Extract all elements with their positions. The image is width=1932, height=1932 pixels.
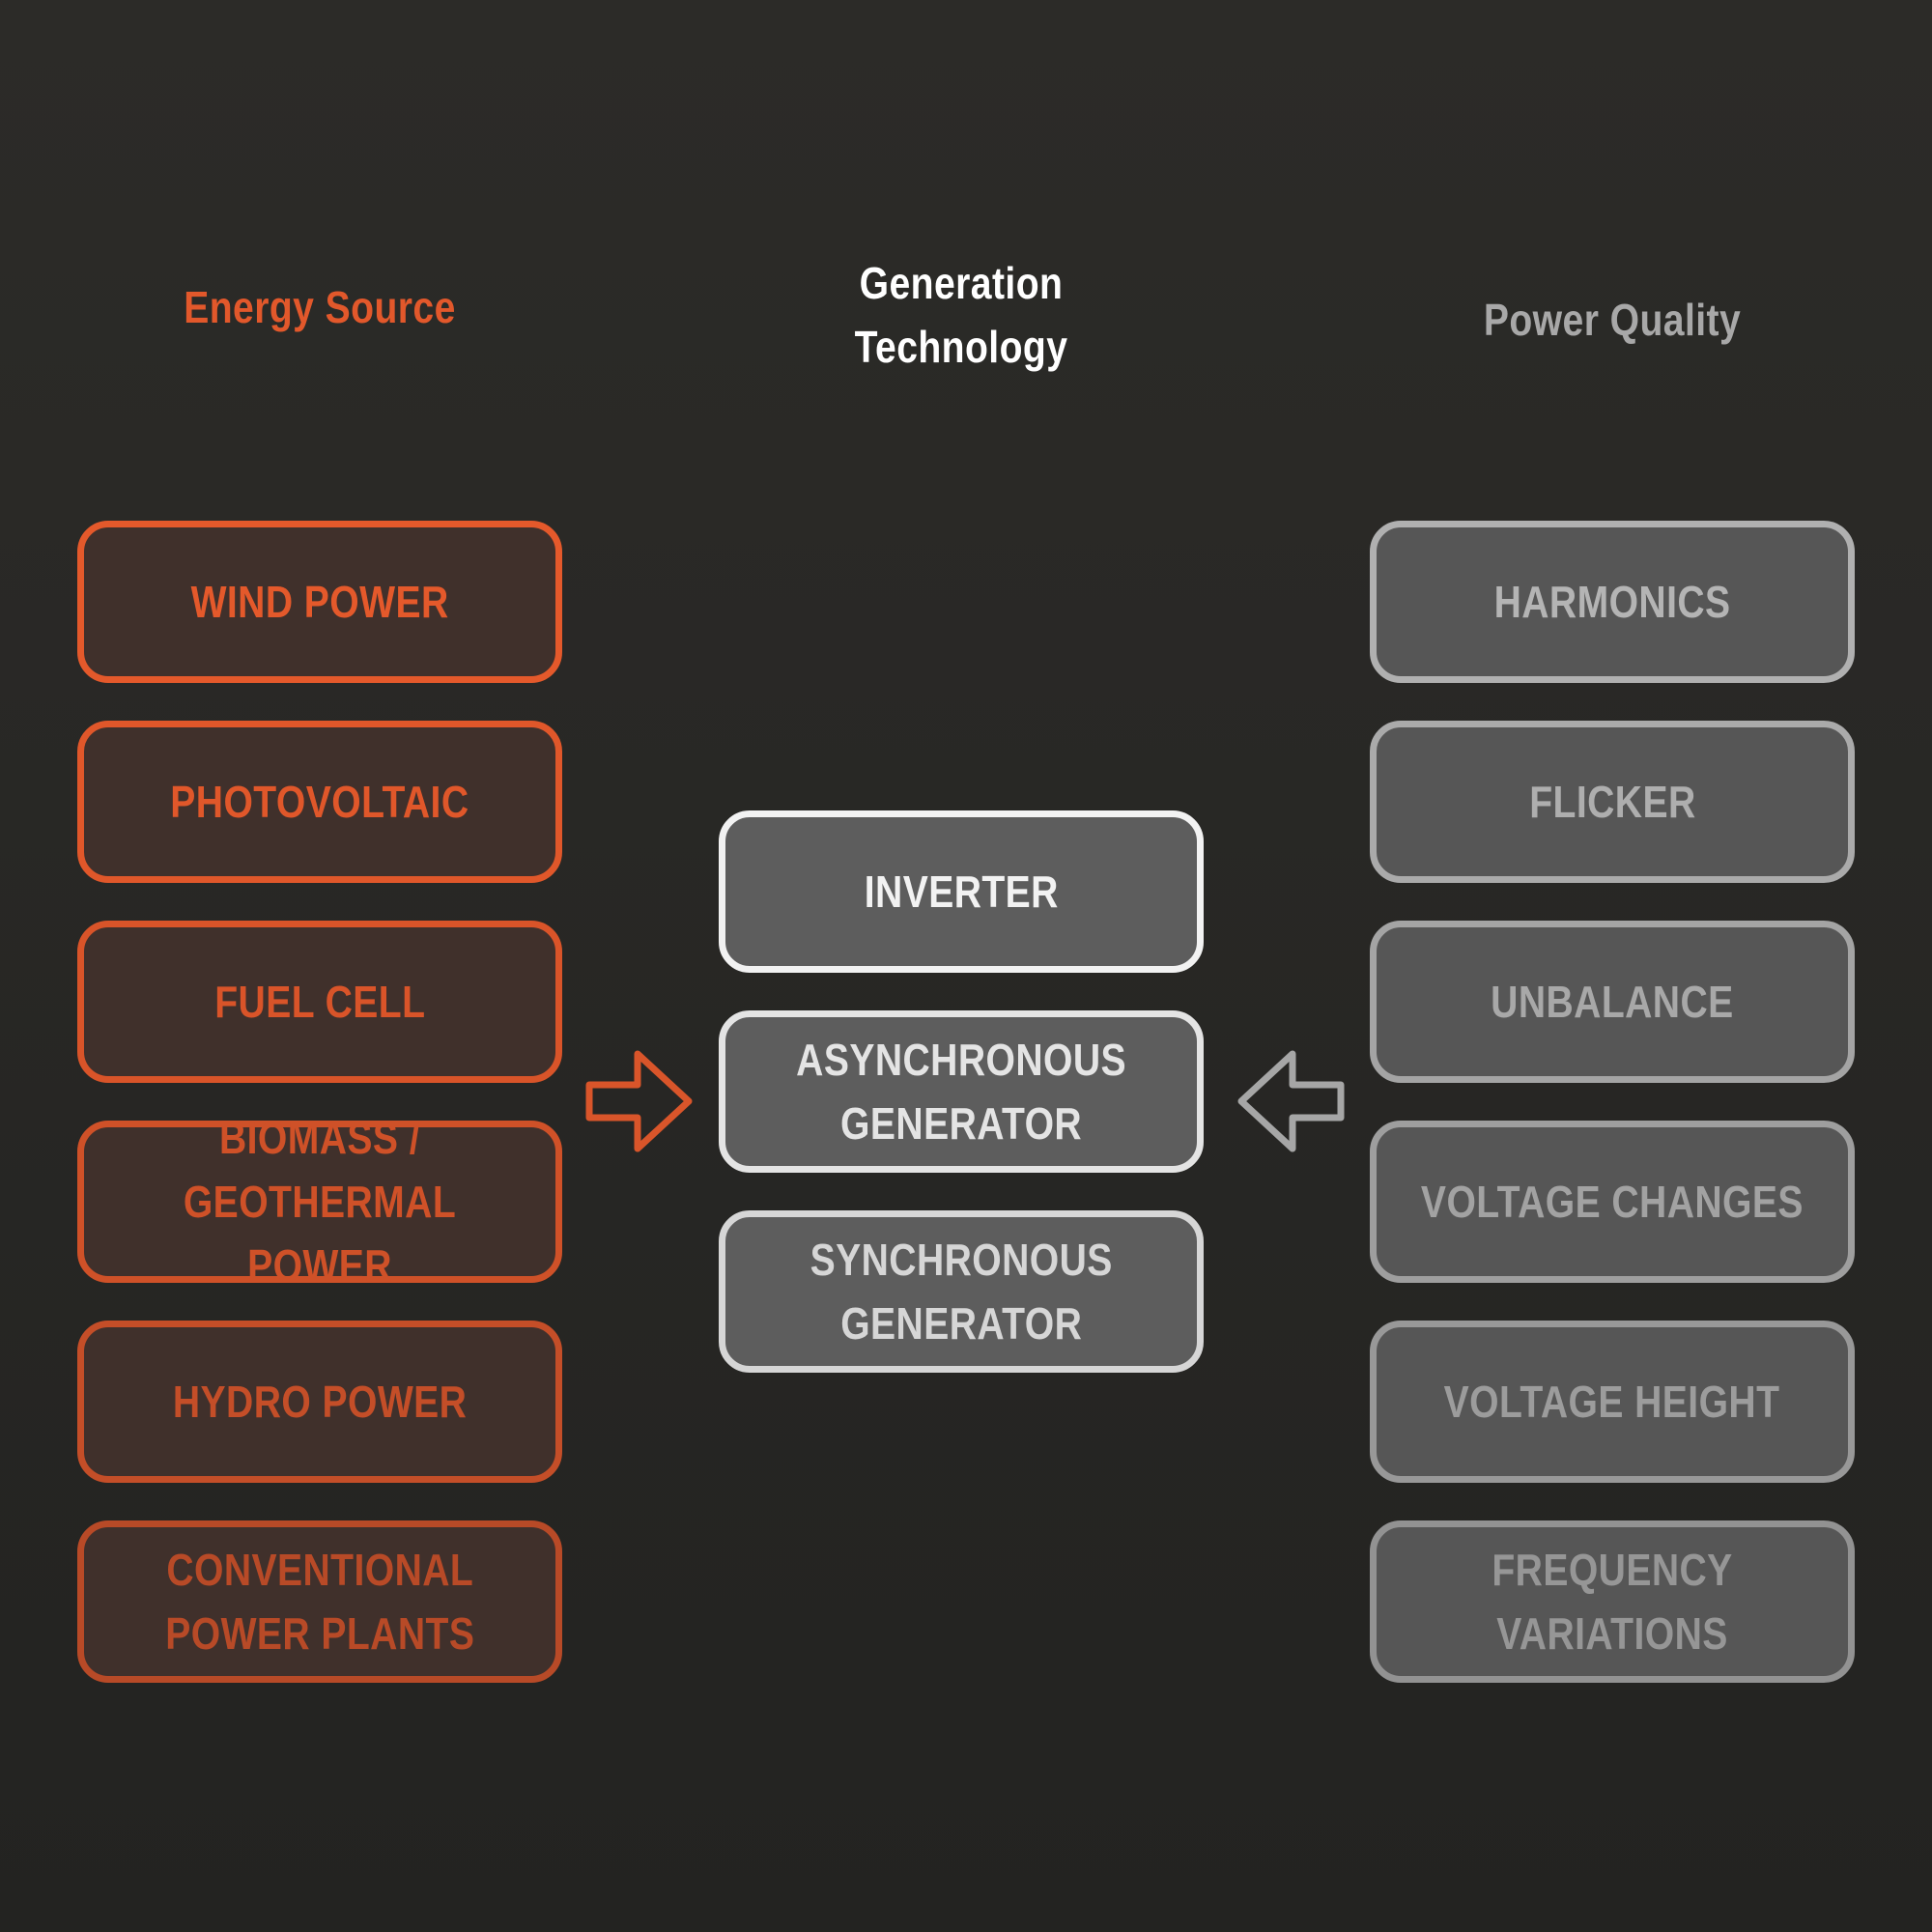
energy-source-conventional-power-plants: CONVENTIONAL POWER PLANTS <box>77 1520 562 1683</box>
energy-source-hydro-power: HYDRO POWER <box>77 1321 562 1483</box>
energy-source-fuel-cell: FUEL CELL <box>77 921 562 1083</box>
power-quality-frequency-variations: FREQUENCY VARIATIONS <box>1370 1520 1855 1683</box>
energy-source-label: HYDRO POWER <box>172 1377 468 1427</box>
power-quality-voltage-height: VOLTAGE HEIGHT <box>1370 1321 1855 1483</box>
energy-source-biomass-geothermal: BIOMASS / GEOTHERMAL POWER <box>77 1113 562 1291</box>
energy-source-label: CONVENTIONAL POWER PLANTS <box>164 1545 475 1659</box>
generation-technology-inverter: INVERTER <box>719 810 1204 973</box>
generation-technology-synchronous-generator: SYNCHRONOUS GENERATOR <box>719 1210 1204 1373</box>
generation-technology-label: INVERTER <box>864 867 1059 917</box>
power-quality-flicker: FLICKER <box>1370 721 1855 883</box>
power-quality-label: VOLTAGE HEIGHT <box>1444 1377 1780 1427</box>
energy-source-heading: Energy Source <box>184 282 456 332</box>
energy-source-label: BIOMASS / GEOTHERMAL POWER <box>183 1113 457 1291</box>
power-quality-label: FLICKER <box>1528 777 1696 827</box>
power-quality-heading: Power Quality <box>1483 295 1742 345</box>
power-quality-harmonics: HARMONICS <box>1370 521 1855 683</box>
generation-technology-asynchronous-generator: ASYNCHRONOUS GENERATOR <box>719 1010 1204 1173</box>
power-quality-label: UNBALANCE <box>1491 977 1734 1027</box>
generation-technology-label: ASYNCHRONOUS GENERATOR <box>796 1035 1126 1149</box>
energy-source-label: FUEL CELL <box>213 977 426 1027</box>
right-arrow-icon <box>585 1050 693 1152</box>
power-quality-unbalance: UNBALANCE <box>1370 921 1855 1083</box>
energy-source-photovoltaic: PHOTOVOLTAIC <box>77 721 562 883</box>
energy-source-label: PHOTOVOLTAIC <box>170 777 469 827</box>
power-quality-label: FREQUENCY VARIATIONS <box>1492 1545 1733 1659</box>
energy-source-label: WIND POWER <box>190 577 449 627</box>
power-quality-label: VOLTAGE CHANGES <box>1421 1177 1804 1227</box>
generation-technology-heading: Generation Technology <box>854 258 1068 372</box>
energy-source-wind-power: WIND POWER <box>77 521 562 683</box>
generation-technology-label: SYNCHRONOUS GENERATOR <box>810 1235 1113 1349</box>
power-quality-label: HARMONICS <box>1493 577 1731 627</box>
left-arrow-icon <box>1237 1050 1345 1152</box>
power-quality-voltage-changes: VOLTAGE CHANGES <box>1370 1121 1855 1283</box>
